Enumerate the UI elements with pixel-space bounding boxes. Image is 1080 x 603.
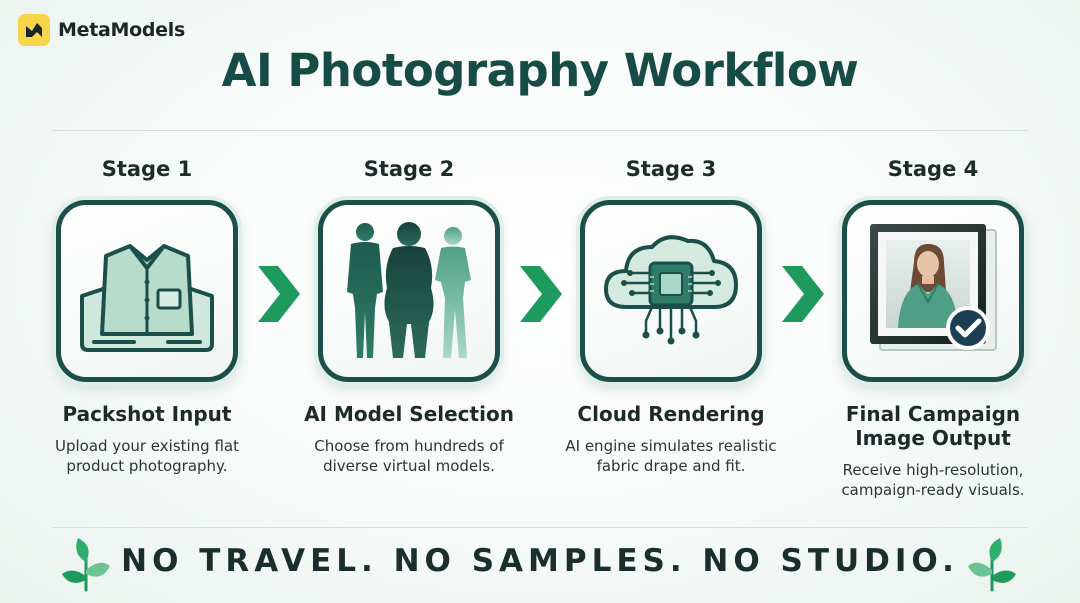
page-title: AI Photography Workflow — [221, 44, 859, 97]
stage-description: Choose from hundreds of diverse virtual … — [314, 437, 504, 475]
brand-name: MetaModels — [58, 19, 185, 41]
stage-title: Cloud Rendering — [577, 402, 765, 426]
stage-title: AI Model Selection — [304, 402, 514, 426]
cloud-chip-icon — [604, 235, 738, 345]
stage-label: Stage 4 — [887, 157, 979, 181]
stage-description: AI engine simulates realistic fabric dra… — [565, 437, 777, 475]
stage-2: Stage 2 AI Model Selection Choose from h… — [279, 152, 539, 476]
chevron-right-icon — [520, 266, 562, 322]
bottom-divider — [52, 527, 1028, 528]
stage-label: Stage 1 — [101, 157, 193, 181]
model-silhouettes-icon — [347, 222, 471, 358]
top-divider — [52, 130, 1028, 131]
stage-description: Receive high-resolution, campaign-ready … — [841, 461, 1025, 499]
brand[interactable]: MetaModels — [18, 14, 185, 46]
leaf-sprout-icon — [62, 538, 110, 592]
stage-card — [56, 200, 238, 382]
chevron-right-icon — [782, 266, 824, 322]
leaf-sprout-icon — [968, 538, 1016, 592]
tagline: NO TRAVEL. NO SAMPLES. NO STUDIO. — [121, 543, 959, 579]
stage-card — [580, 200, 762, 382]
stage-3: Stage 3 Cloud Rendering AI — [541, 152, 801, 476]
stage-label: Stage 2 — [363, 157, 455, 181]
stage-title: Packshot Input — [62, 402, 232, 426]
chevron-right-icon — [258, 266, 300, 322]
meta-logo-icon — [18, 14, 50, 46]
stage-card — [842, 200, 1024, 382]
framed-portrait-check-icon — [870, 224, 997, 351]
stage-card — [318, 200, 500, 382]
stage-1: Stage 1 Packshot Input Upload your exist… — [17, 152, 277, 476]
stage-description: Upload your existing flat product photog… — [54, 437, 239, 475]
stage-label: Stage 3 — [625, 157, 717, 181]
stage-title: Final Campaign Image Output — [845, 402, 1021, 450]
folded-shirt-icon — [80, 244, 214, 352]
stage-4: Stage 4 Final Campaign Image Output Rece… — [803, 152, 1063, 500]
